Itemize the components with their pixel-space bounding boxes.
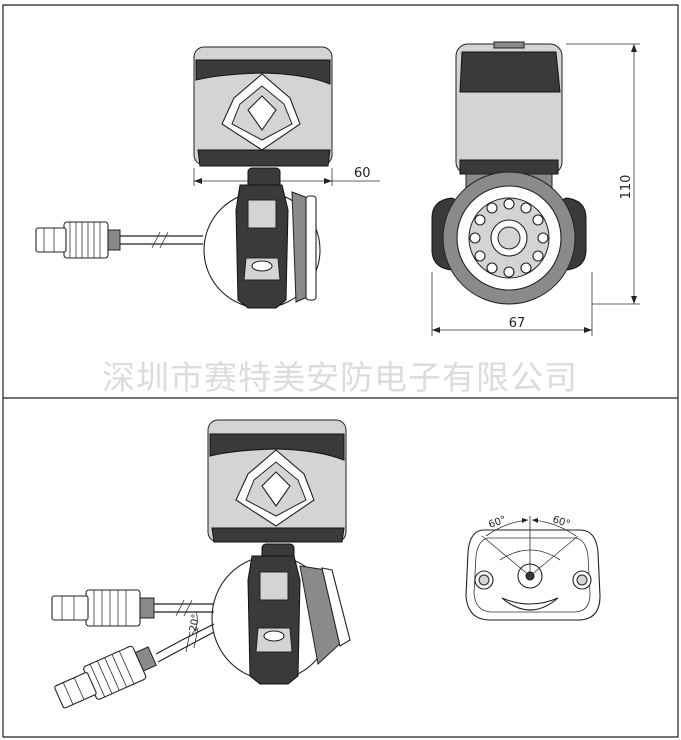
mount-top-band: [195, 59, 331, 85]
angled-connector-plug: [54, 672, 97, 709]
straight-cable: [180, 603, 214, 613]
ir-led: [503, 198, 515, 210]
lens-face: [305, 195, 317, 301]
tilted-bracket-core: [261, 471, 291, 507]
front-mount-slot: [493, 41, 525, 49]
camera-side-view: 60: [35, 46, 380, 309]
straight-cable-break: [175, 599, 193, 617]
cable-break-mark: [151, 231, 169, 249]
tilted-mount-top-band: [209, 433, 345, 461]
bracket-core: [247, 95, 277, 131]
ir-led: [486, 202, 498, 214]
angle-right-label: 60°: [551, 514, 571, 530]
connector-plug: [35, 227, 67, 253]
cable-lower-edge: [118, 235, 150, 245]
ir-led: [469, 232, 481, 244]
angle-right-line: [529, 535, 579, 577]
drawing-frame: [2, 4, 679, 738]
ir-led: [520, 202, 532, 214]
tilted-lens-face: [321, 567, 351, 647]
dim-total-height-label: 110: [619, 175, 634, 200]
ir-led-array: [469, 198, 549, 278]
dim-total-width-label: 67: [509, 316, 526, 331]
front-mount-cap: [459, 51, 561, 93]
tilted-mount-bottom-band: [211, 527, 345, 543]
yoke-screw: [251, 260, 273, 272]
ir-led: [474, 214, 486, 226]
angled-cable: [181, 623, 215, 649]
tilted-yoke-screw: [263, 630, 285, 642]
ir-led: [532, 214, 544, 226]
tilted-yoke-window-upper: [259, 571, 289, 601]
company-watermark: 深圳市赛特美安防电子有限公司: [102, 358, 578, 397]
camera-front-view: 110 67: [431, 41, 640, 336]
mount-plate-inner: [473, 537, 591, 613]
angle-left-line: [481, 535, 531, 577]
ir-led: [537, 232, 549, 244]
cable-angle-arc: [191, 611, 198, 635]
dim-top-width-label: 60: [354, 166, 371, 181]
plate-lower-slot: [501, 597, 559, 611]
yoke-window-upper: [247, 199, 277, 229]
connector-nut: [63, 221, 109, 259]
ir-led: [520, 262, 532, 274]
angle-left-label: 60°: [487, 514, 507, 530]
ir-led: [532, 250, 544, 262]
straight-connector-plug: [51, 595, 89, 621]
ir-led: [486, 262, 498, 274]
angled-connector: [54, 645, 157, 709]
mount-bottom-band: [197, 149, 331, 167]
mount-plate-view: 60° 60°: [465, 514, 601, 621]
angled-cable-break: [185, 627, 199, 653]
ir-led: [474, 250, 486, 262]
lens-glass: [497, 226, 521, 250]
camera-tilted-view: 20°: [51, 419, 351, 709]
ir-led: [503, 266, 515, 278]
cable-upper-edge: [150, 235, 203, 245]
cable-angle-label: 20°: [188, 613, 202, 632]
